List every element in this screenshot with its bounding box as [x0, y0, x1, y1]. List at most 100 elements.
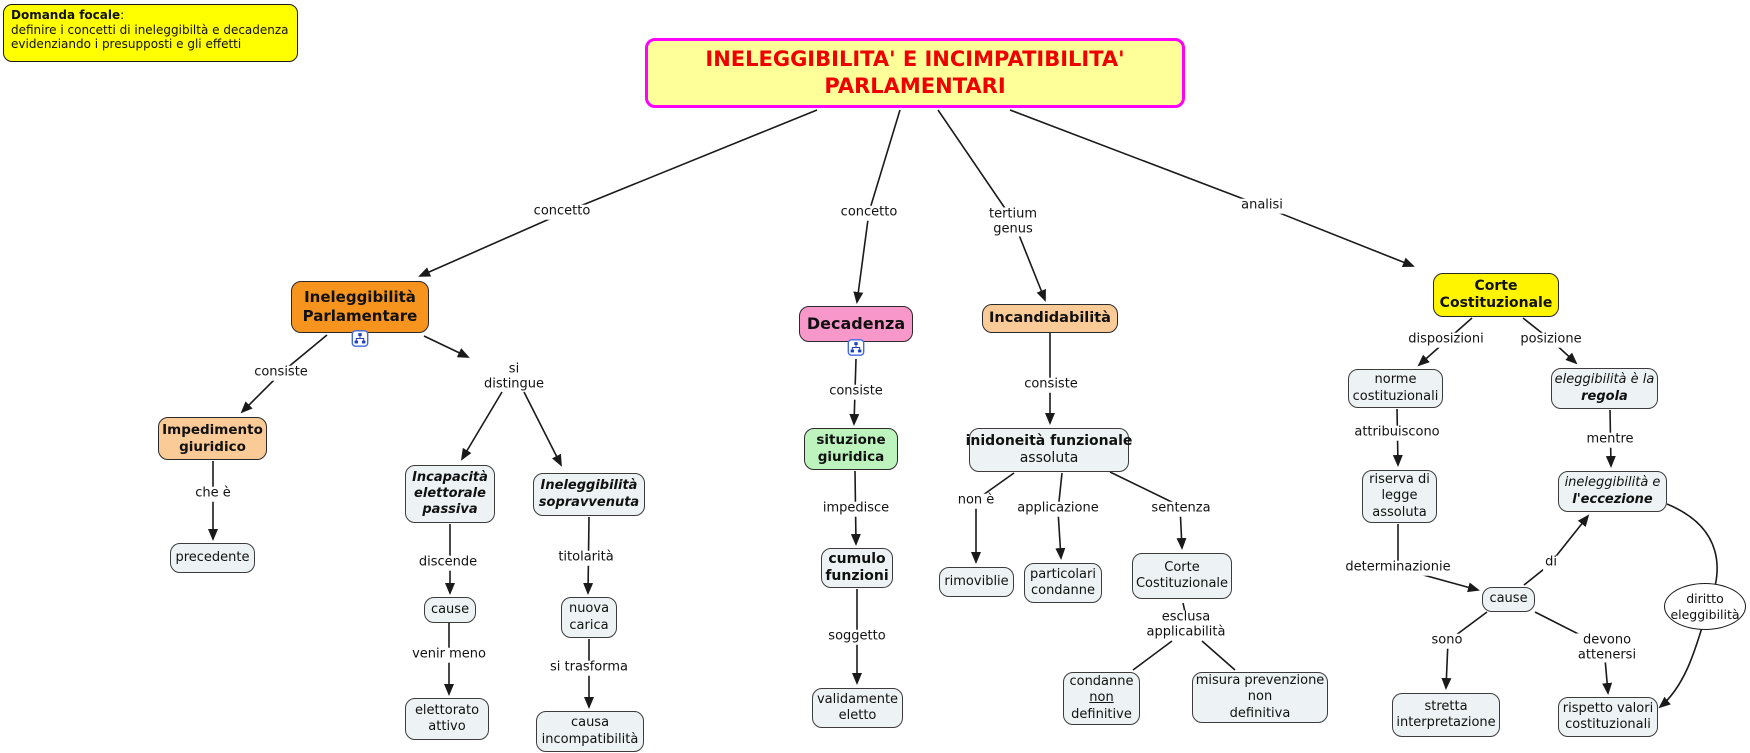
node-label: sopravvenuta [538, 494, 640, 510]
node-label: cumulo [828, 550, 886, 567]
focus-question-colon: : [120, 8, 125, 22]
node-label: elettorale [414, 485, 486, 501]
node-label: Parlamentare [302, 307, 418, 325]
link-label-di[interactable]: di [1543, 554, 1559, 571]
node-label: ineleggibilità e [1564, 475, 1661, 491]
node-decadenza[interactable]: Decadenza [799, 306, 913, 356]
node-label: interpretazione [1396, 715, 1496, 730]
node-label: cause [430, 601, 470, 617]
node-label: Decadenza [806, 314, 906, 333]
node-label: assoluta [1019, 450, 1079, 466]
node-label: stretta [1424, 698, 1468, 714]
node-cause-sinistra[interactable]: cause [424, 597, 476, 623]
connector-line [1441, 611, 1488, 690]
link-label-applicazione[interactable]: applicazione [1015, 500, 1101, 517]
node-label: Corte [1164, 559, 1200, 575]
hierarchy-icon[interactable] [847, 339, 865, 356]
link-label-si-trasforma[interactable]: si trasforma [548, 659, 630, 676]
node-rimoviblie[interactable]: rimoviblie [939, 567, 1014, 597]
connector-line [1009, 109, 1415, 267]
node-precedente[interactable]: precedente [170, 543, 255, 573]
connector-line [460, 391, 503, 461]
focus-question-note[interactable]: Domanda focale: definire i concetti di i… [3, 4, 298, 62]
node-label: Corte [1474, 277, 1518, 294]
link-label-mentre[interactable]: mentre [1584, 431, 1636, 448]
link-label-sentenza[interactable]: sentenza [1149, 500, 1213, 517]
link-label-consiste-1[interactable]: consiste [252, 364, 310, 381]
node-label: definitive [1071, 706, 1132, 722]
node-label: Incapacità [412, 469, 488, 485]
link-label-consiste-3[interactable]: consiste [1022, 376, 1080, 393]
link-label-posizione[interactable]: posizione [1518, 331, 1584, 348]
node-label: costituzionali [1352, 388, 1439, 404]
map-title-node[interactable]: INELEGGIBILITA' E INCIMPATIBILITA' PARLA… [645, 38, 1185, 108]
link-label-discende[interactable]: discende [416, 554, 480, 571]
link-label-non-e[interactable]: non è [955, 492, 997, 509]
node-label: funzioni [825, 568, 889, 584]
connector-line [1132, 640, 1173, 671]
link-label-disposizioni[interactable]: disposizioni [1406, 331, 1486, 348]
link-label-titolarita[interactable]: titolarità [556, 549, 616, 566]
focus-question-title: Domanda focale [11, 8, 121, 22]
node-label: Impedimento [162, 421, 263, 438]
link-label-concetto-2[interactable]: concetto [838, 204, 900, 221]
map-title-line: PARLAMENTARI [824, 74, 1006, 98]
node-label: legge [1381, 488, 1418, 504]
node-label: giuridico [179, 438, 246, 455]
focus-question-line: evidenziando i presupposti e gli effetti [11, 37, 242, 52]
link-label-concetto-1[interactable]: concetto [531, 203, 593, 220]
link-label-consiste-2[interactable]: consiste [827, 383, 885, 400]
node-label: incompatibilità [541, 731, 639, 747]
link-label-venir-meno[interactable]: venir meno [410, 646, 488, 663]
node-label: inidoneità funzionale [965, 432, 1133, 449]
map-title-line: INELEGGIBILITA' E INCIMPATIBILITA' [705, 46, 1125, 71]
node-label: regola [1581, 388, 1628, 404]
node-label: costituzionali [1565, 717, 1651, 732]
node-label: condanne [1030, 583, 1096, 598]
link-label-che-e[interactable]: che è [193, 485, 233, 502]
link-label-soggetto[interactable]: soggetto [826, 628, 888, 645]
link-label-attribuiscono[interactable]: attribuiscono [1352, 424, 1442, 441]
node-label: nuova [568, 601, 610, 617]
link-label-sono[interactable]: sono [1429, 632, 1465, 649]
connector-line [418, 109, 818, 277]
node-incandidabilita[interactable]: Incandidabilità [982, 304, 1118, 333]
node-label: rispetto valori [1562, 700, 1654, 716]
hierarchy-icon[interactable] [351, 330, 369, 347]
node-cause-destra[interactable]: cause [1482, 587, 1535, 612]
link-label-determinazionie[interactable]: determinazionie [1343, 559, 1453, 576]
node-label: Costituzionale [1135, 576, 1229, 591]
node-label: rimoviblie [944, 573, 1009, 589]
link-label-analisi[interactable]: analisi [1239, 197, 1285, 214]
node-label: eletto [838, 708, 877, 723]
connector-line [971, 472, 1015, 564]
link-label-impedisce[interactable]: impedisce [820, 500, 892, 517]
